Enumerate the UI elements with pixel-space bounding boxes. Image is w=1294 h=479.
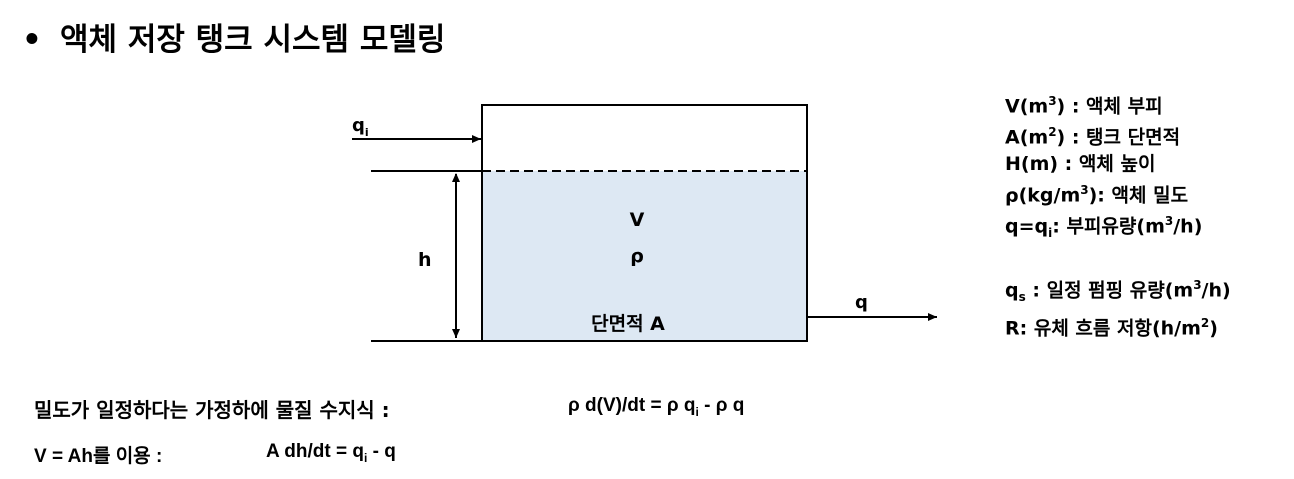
height-label: h	[418, 249, 432, 271]
variable-definitions: V(m3) : 액체 부피 A(m2) : 탱크 단면적 H(m) : 액체 높…	[1005, 88, 1231, 342]
inflow-label: qi	[352, 115, 369, 139]
page-title: • 액체 저장 탱크 시스템 모델링	[22, 14, 445, 59]
mass-balance-label: 밀도가 일정하다는 가정하에 물질 수지식 :	[34, 398, 390, 422]
definition-area: A(m2) : 탱크 단면적	[1005, 125, 1181, 149]
outflow-label: q	[855, 292, 868, 313]
definition-spacer	[1005, 246, 1231, 272]
definition-volume: V(m3) : 액체 부피	[1005, 94, 1163, 118]
definition-height: H(m) : 액체 높이	[1005, 152, 1156, 175]
density-label: ρ	[630, 245, 644, 267]
definition-pump-flow: qs : 일정 펌핑 유량(m3/h)	[1005, 278, 1231, 305]
definition-resistance: R: 유체 흐름 저항(h/m2)	[1005, 316, 1218, 340]
definition-density: ρ(kg/m3): 액체 밀도	[1005, 182, 1189, 206]
title-bullet: •	[22, 22, 42, 58]
definition-flow: q=qi: 부피유량(m3/h)	[1005, 213, 1203, 241]
liquid-fill	[482, 171, 807, 341]
mass-balance-equation: ρ d(V)/dt = ρ qi - ρ q	[568, 395, 745, 419]
area-label: 단면적 A	[591, 313, 665, 335]
volume-equation: A dh/dt = qi - q	[266, 441, 396, 465]
title-text: 액체 저장 탱크 시스템 모델링	[60, 22, 446, 58]
tank-outline	[481, 104, 808, 342]
volume-label: V	[630, 209, 645, 231]
volume-substitution-label: V = Ah를 이용 :	[34, 446, 163, 467]
